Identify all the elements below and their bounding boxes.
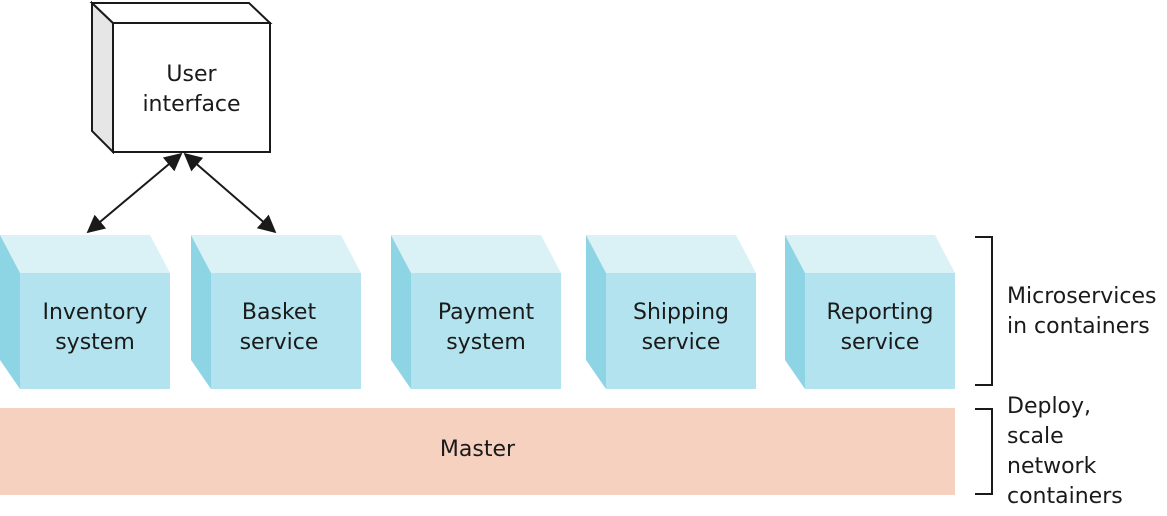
container-inventory (0, 235, 170, 389)
arrow-ui-to-inventory (86, 152, 183, 234)
service-label-payment: Payment system (437, 300, 535, 355)
arrow-ui-to-basket (183, 152, 277, 234)
container-top (586, 235, 756, 273)
user-interface-box (89, 0, 273, 155)
container-side (586, 235, 606, 389)
service-label-shipping: Shipping service (633, 300, 729, 355)
microservices-bracket-label: Microservices in containers (1007, 284, 1157, 339)
container-shipping (586, 235, 756, 389)
container-top (191, 235, 361, 273)
container-front (211, 273, 361, 389)
microservices-bracket (975, 236, 993, 386)
container-front (805, 273, 955, 389)
master-bracket-label: Deploy, scale network containers (1007, 394, 1123, 509)
container-side (0, 235, 20, 389)
user-interface-label: User interface (142, 62, 241, 117)
container-side (191, 235, 211, 389)
container-front (411, 273, 561, 389)
container-side (391, 235, 411, 389)
master-bar (0, 408, 955, 495)
container-front (20, 273, 170, 389)
container-payment (391, 235, 561, 389)
service-label-basket: Basket service (239, 300, 319, 355)
container-reporting (785, 235, 955, 389)
master-label: Master (439, 437, 516, 462)
service-label-inventory: Inventory system (42, 300, 148, 355)
container-top (0, 235, 170, 273)
service-label-reporting: Reporting service (826, 300, 934, 355)
user-interface-box-side (91, 0, 114, 155)
user-interface-box-front (112, 22, 271, 153)
user-interface-box-top (89, 1, 273, 24)
container-basket (191, 235, 361, 389)
master-bracket (975, 408, 993, 495)
container-top (785, 235, 955, 273)
container-top (391, 235, 561, 273)
container-front (606, 273, 756, 389)
container-side (785, 235, 805, 389)
